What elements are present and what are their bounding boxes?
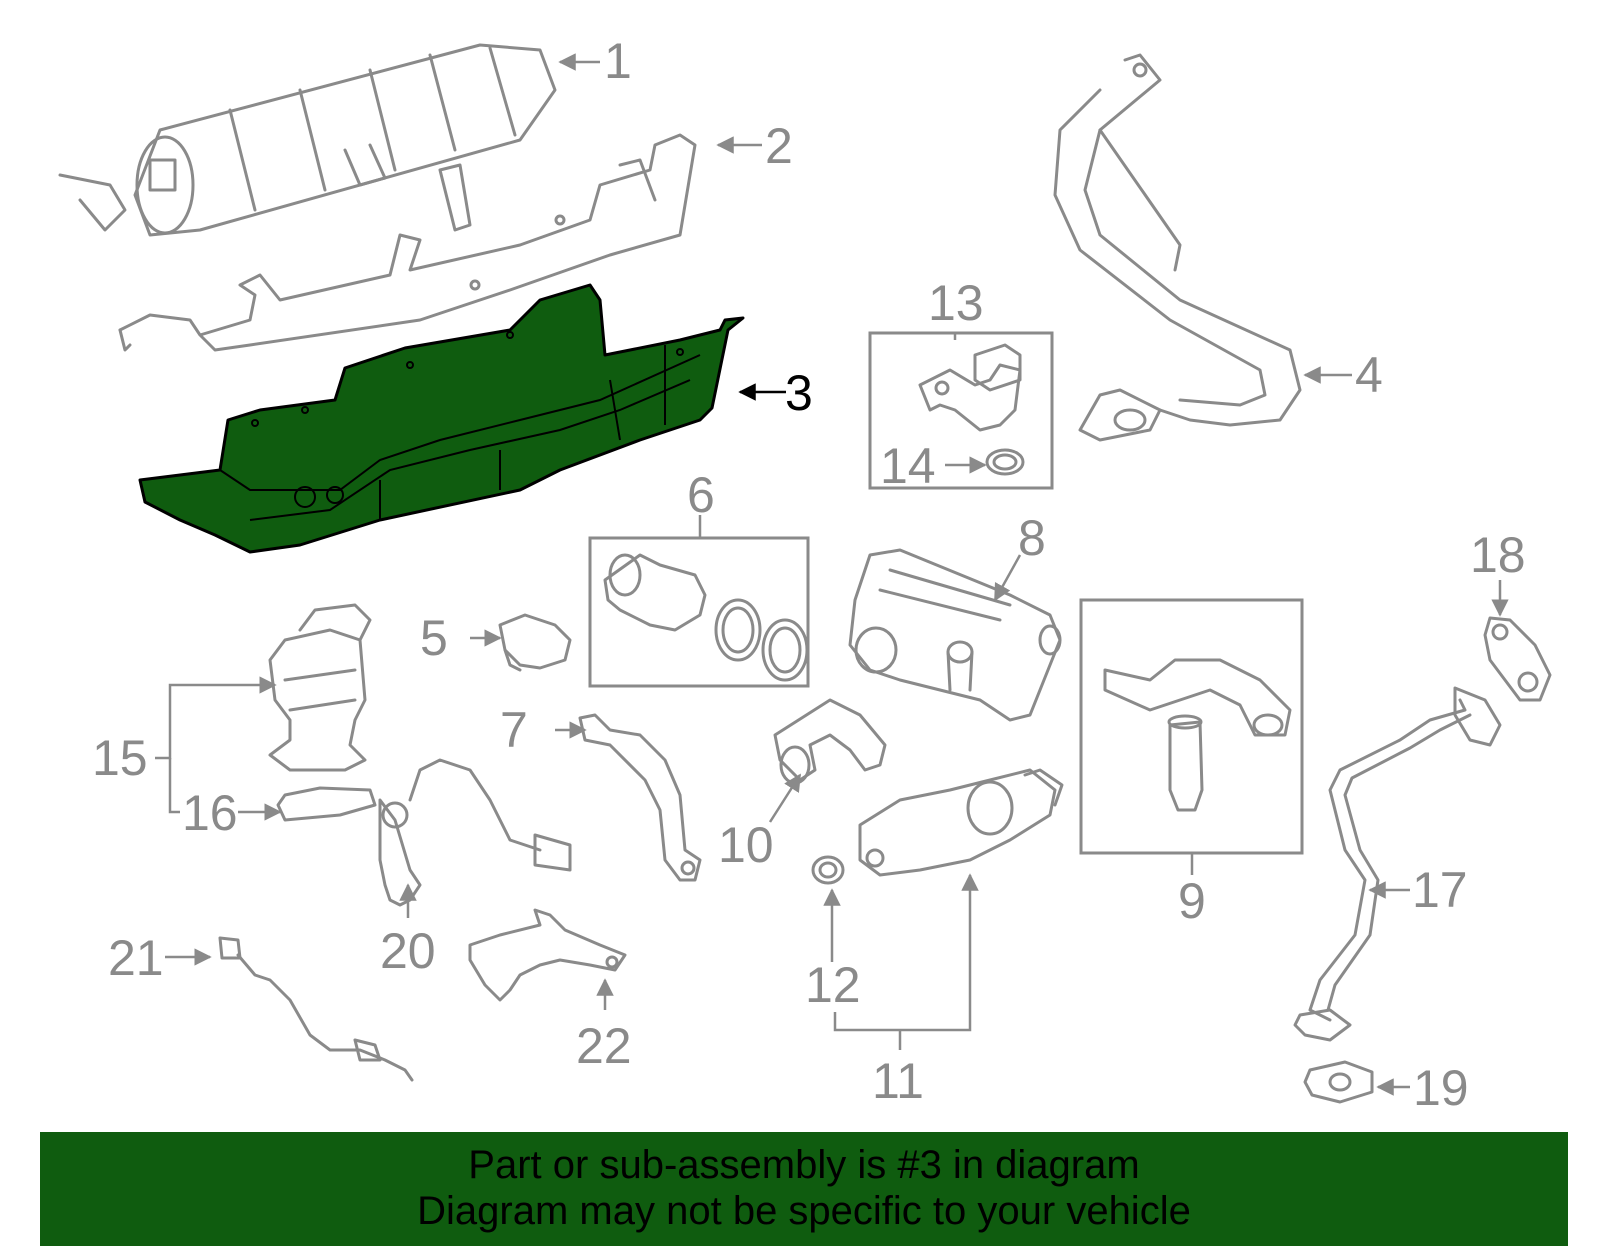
- callout-7: 7: [500, 702, 528, 758]
- callout-4: 4: [1355, 347, 1383, 403]
- part-20-o2-sensor: [378, 758, 572, 907]
- callout-16: 16: [182, 785, 238, 841]
- part-1-canister: [58, 43, 557, 237]
- part-4-pipe: [1053, 53, 1302, 442]
- part-21-o2-sensor: [218, 936, 414, 1082]
- part-19-gasket: [1303, 1060, 1374, 1104]
- banner-line-2: Diagram may not be specific to your vehi…: [417, 1189, 1191, 1233]
- callout-2: 2: [765, 118, 793, 174]
- leader-lines: [155, 53, 1509, 1096]
- part-17-tube: [1293, 686, 1502, 1042]
- part-3-shield-highlight: [138, 283, 745, 554]
- callout-22: 22: [576, 1018, 632, 1074]
- callout-3: 3: [785, 365, 813, 421]
- callout-15: 15: [92, 730, 148, 786]
- part-2-bracket: [118, 133, 697, 352]
- callout-10: 10: [718, 817, 774, 873]
- part-9-box: [1079, 598, 1304, 855]
- callout-11: 11: [872, 1053, 924, 1109]
- callout-labels: 1 2 3 4 5 6 7 8 9 10 11 12 13 14 15 16 1…: [92, 33, 1526, 1116]
- callout-13: 13: [928, 275, 984, 331]
- banner-line-1: Part or sub-assembly is #3 in diagram: [468, 1143, 1140, 1187]
- part-12-gasket: [811, 855, 845, 885]
- part-6-box: [588, 536, 810, 688]
- part-7-bracket: [578, 713, 702, 882]
- callout-19: 19: [1413, 1060, 1469, 1116]
- callout-18: 18: [1470, 527, 1526, 583]
- info-banner: Part or sub-assembly is #3 in diagram Di…: [40, 1132, 1568, 1246]
- part-22-bracket: [468, 908, 627, 1002]
- callout-17: 17: [1412, 862, 1468, 918]
- callout-14: 14: [880, 438, 936, 494]
- callout-12: 12: [805, 957, 861, 1013]
- part-10-hose: [773, 698, 887, 785]
- part-15-egr-valve: [268, 603, 377, 822]
- part-18-gasket: [1483, 616, 1552, 702]
- part-13-box: [868, 331, 1054, 490]
- part-8-valve-body: [848, 548, 1062, 722]
- part-5-sensor: [498, 613, 572, 672]
- callout-1: 1: [604, 33, 632, 89]
- callout-20: 20: [380, 923, 436, 979]
- callout-8: 8: [1018, 510, 1046, 566]
- callout-9: 9: [1178, 873, 1206, 929]
- part-11-actuator: [858, 768, 1064, 877]
- callout-21: 21: [108, 930, 164, 986]
- callout-6: 6: [687, 467, 715, 523]
- callout-5: 5: [420, 610, 448, 666]
